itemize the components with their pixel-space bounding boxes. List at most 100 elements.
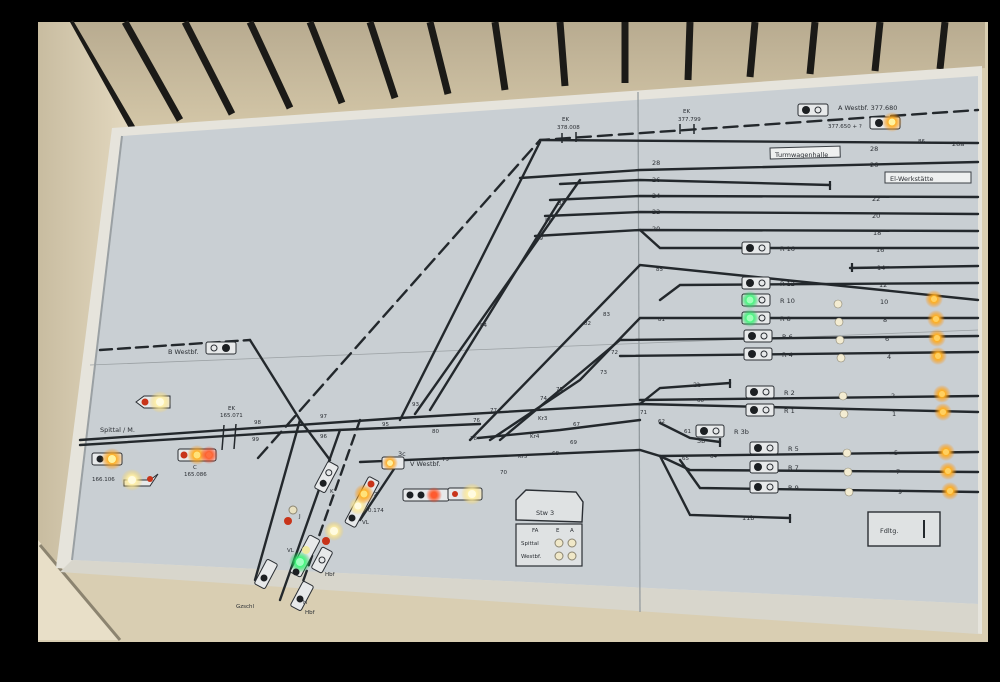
switch-89: 89 — [536, 236, 543, 242]
track-14: 14 — [877, 264, 885, 272]
track-26-r: 26 — [870, 161, 878, 169]
signal-r9: R 9 — [749, 480, 799, 494]
signal-r1-label: R 1 — [784, 407, 795, 415]
switch-81: 81 — [658, 317, 665, 323]
label-spittal: Spittal / M. — [100, 426, 135, 434]
signal-a-westbf — [797, 103, 902, 132]
track-22: 22 — [652, 208, 660, 216]
switch-60: 60 — [697, 398, 704, 404]
signal-h-letter: H — [303, 600, 307, 606]
track-lamps-orange — [925, 290, 959, 500]
track-2b: 2b — [693, 381, 701, 389]
signal-z-letter: Z — [374, 492, 378, 498]
track-28: 28 — [652, 159, 660, 167]
signal-r5-label: R 5 — [788, 445, 799, 453]
signal-r16: R 16 — [741, 241, 795, 255]
diagonal-signals: K Z J VL H — [254, 461, 380, 611]
label-a-westbf: A Westbf. 377.680 — [838, 104, 897, 112]
label-hbf-2: Hbf — [305, 610, 316, 616]
switch-95: 95 — [382, 422, 389, 428]
track-6: 6 — [885, 335, 889, 343]
track-12: 12 — [879, 281, 887, 289]
switch-68: 68 — [552, 451, 559, 457]
switch-85: 85 — [656, 267, 663, 273]
left-signals: C — [91, 341, 483, 505]
label-hbf-1: Hbf — [325, 572, 336, 578]
track-9: 9 — [898, 488, 902, 496]
track-28a: 28a — [952, 140, 964, 148]
signal-r6-label: R 6 — [782, 333, 793, 341]
switch-83: 83 — [603, 312, 610, 318]
signal-r5: R 5 — [749, 441, 799, 455]
label-ek-165-km: 165.071 — [220, 413, 243, 419]
crossing-kr3: Kr3 — [538, 416, 548, 422]
switch-78: 78 — [470, 436, 477, 442]
stw3-e: E — [556, 528, 560, 534]
signal-r8: R 8 — [741, 309, 791, 327]
signal-r3b: R 3b — [695, 424, 749, 438]
track-7: 7 — [896, 468, 900, 476]
switch-65: 65 — [682, 456, 689, 462]
switch-80: 80 — [432, 429, 439, 435]
track-numbers: 28 28 28a 26 26 24 22 22 20 20 18 16 14 … — [398, 140, 964, 522]
label-ek-377: EK — [683, 109, 690, 115]
label-km-166106: 166.106 — [92, 477, 115, 483]
switch-72: 72 — [611, 350, 618, 356]
crossing-kr4: Kr4 — [530, 434, 540, 440]
panel-seam — [637, 91, 641, 613]
track-5: 5 — [894, 449, 898, 457]
switch-69: 69 — [570, 440, 577, 446]
switch-66: 66 — [660, 456, 667, 462]
stw3-fa: FA — [532, 528, 539, 534]
fdltg-label: Fdltg. — [880, 527, 898, 535]
label-km-377650: 377.650 + ? — [828, 124, 862, 130]
switch-73: 73 — [600, 370, 607, 376]
track-26: 26 — [652, 176, 660, 184]
label-v-westbf: V Westbf. — [410, 460, 441, 468]
track-10: 10 — [880, 298, 888, 306]
label-km-0174: 0.174 — [368, 508, 384, 514]
signal-j-letter: J — [298, 514, 301, 520]
panel-seam-h — [89, 329, 979, 366]
track-24: 24 — [652, 192, 660, 200]
track-18: 18 — [873, 229, 881, 237]
label-ek-378-km: 378.008 — [557, 125, 580, 131]
signal-r2-label: R 2 — [784, 389, 795, 397]
label-el-werkstaette: El-Werkstätte — [890, 175, 934, 183]
label-turmwagenhalle: Turmwagenhalle — [774, 151, 828, 159]
label-vl: VL — [362, 520, 370, 526]
signal-r12-label: R 12 — [780, 280, 795, 288]
signal-r12: R 12 — [741, 276, 795, 290]
track-28-r: 28 — [870, 145, 878, 153]
switch-84: 84 — [480, 323, 487, 329]
switch-74: 74 — [540, 396, 547, 402]
stw3-a: A — [570, 528, 574, 534]
track-20-r: 20 — [872, 212, 880, 220]
switch-67: 67 — [573, 422, 580, 428]
switch-75: 75 — [556, 387, 563, 393]
signal-vl-letter: VL — [287, 548, 295, 554]
switch-61: 61 — [684, 429, 691, 435]
r-signals: R 16 R 12 R 10 R 8 R 6 R 4 R 2 R 1 R 3b … — [695, 241, 799, 494]
track-8: 8 — [883, 316, 887, 324]
signal-r9-label: R 9 — [788, 484, 799, 492]
crossing-kr5: Kr5 — [518, 454, 528, 460]
switch-96: 96 — [320, 434, 327, 440]
label-gzschl: Gzschl — [236, 604, 255, 610]
signal-r16-label: R 16 — [780, 245, 795, 253]
switch-98: 98 — [254, 420, 261, 426]
signal-r10-label: R 10 — [780, 297, 795, 305]
label-ek-378: EK — [562, 117, 569, 123]
location-labels: Turmwagenhalle El-Werkstätte A Westbf. 3… — [92, 104, 972, 616]
track-16: 16 — [876, 246, 884, 254]
track-20: 20 — [652, 225, 660, 233]
track-3b: 3b — [697, 437, 705, 445]
switch-77: 77 — [490, 408, 497, 414]
switch-82: 82 — [584, 321, 591, 327]
fdltg-box: Fdltg. — [867, 511, 941, 547]
switch-70: 70 — [500, 470, 507, 476]
signal-k-letter: K — [330, 489, 334, 495]
signal-r7-label: R 7 — [788, 464, 799, 472]
